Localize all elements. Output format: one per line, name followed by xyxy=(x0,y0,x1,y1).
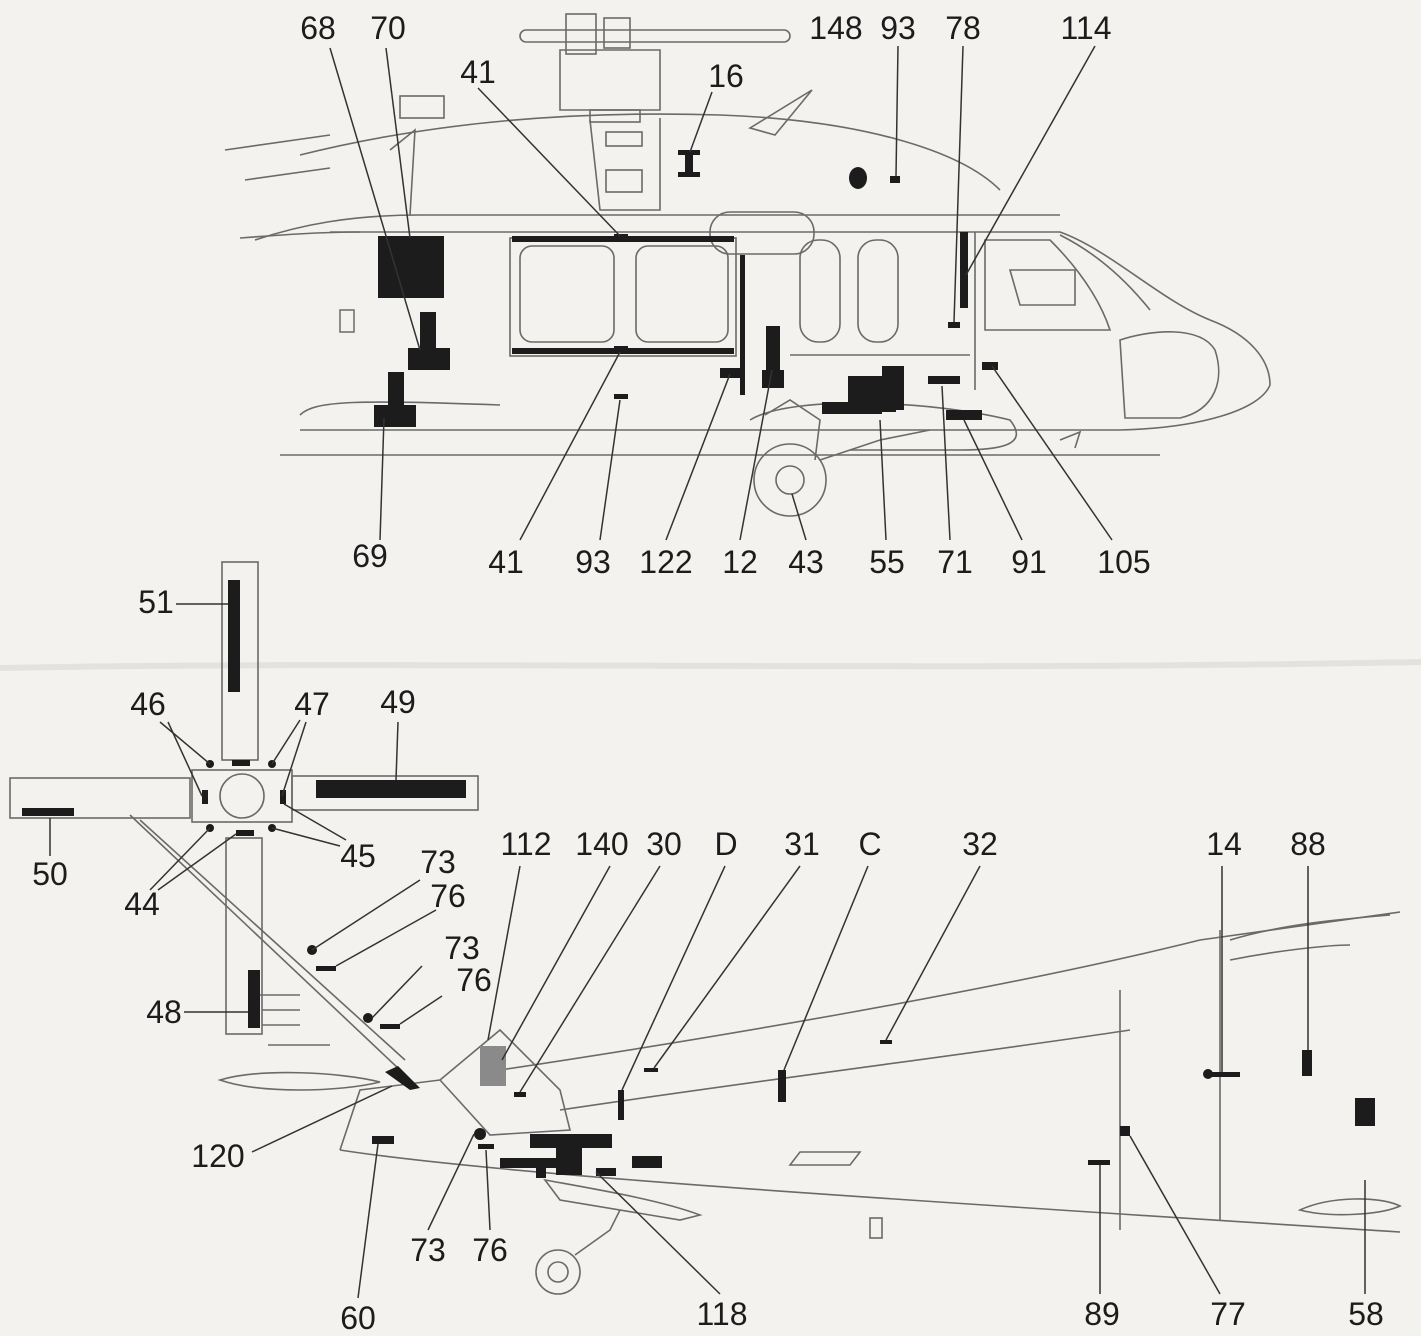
callout-12: 12 xyxy=(722,544,758,580)
decal-78 xyxy=(948,322,960,328)
tail-view-decals xyxy=(307,945,1375,1178)
callout-73-c: 73 xyxy=(410,1232,446,1268)
tail-view-outline xyxy=(339,911,1402,1295)
decal-148 xyxy=(849,167,867,189)
decal-88 xyxy=(1302,1050,1312,1076)
decal-69 xyxy=(374,405,416,427)
callout-D: D xyxy=(714,826,738,862)
decal-91 xyxy=(946,410,982,420)
callout-14: 14 xyxy=(1206,826,1242,862)
callout-69: 69 xyxy=(352,538,388,574)
decal-112 xyxy=(480,1046,506,1086)
callout-114: 114 xyxy=(1060,10,1112,46)
callout-148: 148 xyxy=(809,10,863,46)
rotor-view-decals xyxy=(22,580,466,1028)
callout-140: 140 xyxy=(575,826,629,862)
callout-41-bottom: 41 xyxy=(488,544,524,580)
callout-91: 91 xyxy=(1011,544,1047,580)
leader-lines xyxy=(49,45,1366,1299)
callout-78: 78 xyxy=(945,10,981,46)
decal-31 xyxy=(644,1068,658,1072)
decal-60 xyxy=(372,1136,394,1144)
side-view-decals xyxy=(339,150,998,427)
callout-112: 112 xyxy=(500,826,552,862)
callout-58: 58 xyxy=(1348,1296,1384,1332)
decal-48 xyxy=(248,970,260,1028)
decal-118 xyxy=(596,1168,616,1176)
decal-122 xyxy=(740,255,745,395)
decal-71 xyxy=(928,376,960,384)
decal-D xyxy=(618,1090,624,1120)
callout-88: 88 xyxy=(1290,826,1326,862)
callout-76-a: 76 xyxy=(430,878,466,914)
callout-32: 32 xyxy=(962,826,998,862)
decal-120 xyxy=(385,1066,420,1090)
callout-C: C xyxy=(858,826,882,862)
decal-77 xyxy=(1120,1126,1130,1136)
callout-48: 48 xyxy=(146,994,182,1030)
callout-51: 51 xyxy=(138,584,174,620)
callout-60: 60 xyxy=(340,1300,376,1336)
decal-16 xyxy=(678,172,700,177)
callout-44: 44 xyxy=(124,886,160,922)
callout-89: 89 xyxy=(1084,1296,1120,1332)
callout-73-b: 73 xyxy=(444,930,480,966)
callout-105: 105 xyxy=(1097,544,1151,580)
decal-14 xyxy=(1210,1072,1240,1077)
callout-49: 49 xyxy=(380,684,416,720)
decal-93 xyxy=(890,176,900,183)
callout-122: 122 xyxy=(639,544,693,580)
callout-120: 120 xyxy=(191,1138,245,1174)
callout-43: 43 xyxy=(788,544,824,580)
side-view-outline xyxy=(224,13,1271,517)
callout-47: 47 xyxy=(294,686,330,722)
decal-105 xyxy=(982,362,998,370)
callout-77: 77 xyxy=(1210,1296,1246,1332)
decal-49 xyxy=(316,780,466,798)
page-fold xyxy=(0,659,1421,671)
decal-32 xyxy=(880,1040,892,1044)
decal-50 xyxy=(22,808,74,816)
callout-41-top: 41 xyxy=(460,54,496,90)
callout-55: 55 xyxy=(869,544,905,580)
callout-118: 118 xyxy=(696,1296,748,1332)
callout-45: 45 xyxy=(340,838,376,874)
callout-93-top: 93 xyxy=(880,10,916,46)
decal-55 xyxy=(822,402,882,414)
callout-31: 31 xyxy=(784,826,820,862)
callout-46: 46 xyxy=(130,686,166,722)
decal-58 xyxy=(1355,1098,1375,1126)
decal-114 xyxy=(960,232,968,308)
callout-93-bottom: 93 xyxy=(575,544,611,580)
callout-50: 50 xyxy=(32,856,68,892)
rotor-view-outline xyxy=(9,561,479,1091)
decal-68-70 xyxy=(378,236,444,298)
callout-76-b: 76 xyxy=(456,962,492,998)
callout-71: 71 xyxy=(937,544,973,580)
callout-73-a: 73 xyxy=(420,844,456,880)
decal-89 xyxy=(1088,1160,1110,1165)
decal-140 xyxy=(514,1092,526,1097)
decal-12 xyxy=(762,370,784,388)
callout-70: 70 xyxy=(370,10,406,46)
callout-68: 68 xyxy=(300,10,336,46)
callout-30: 30 xyxy=(646,826,682,862)
decal-51 xyxy=(228,580,240,692)
callout-76-c: 76 xyxy=(472,1232,508,1268)
callout-16: 16 xyxy=(708,58,744,94)
decal-C xyxy=(778,1070,786,1102)
decal-68 xyxy=(408,348,450,370)
